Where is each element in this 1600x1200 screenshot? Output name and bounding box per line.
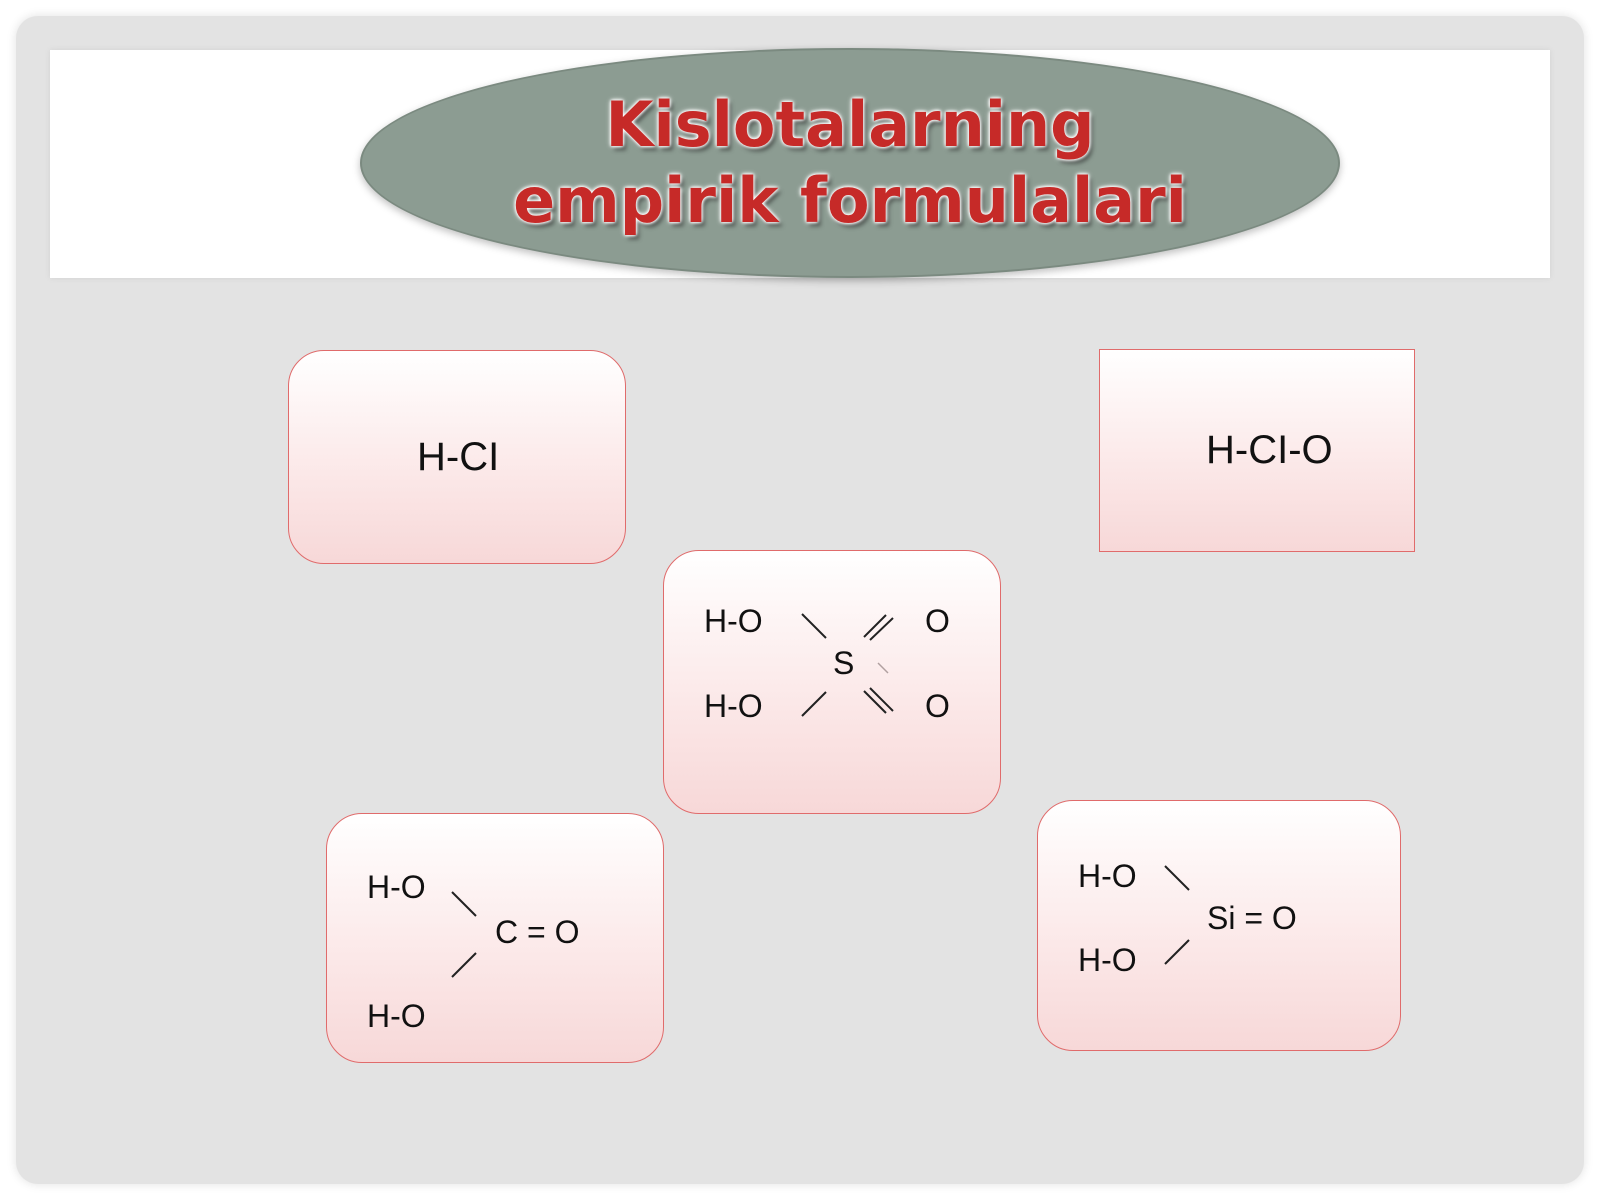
bond-double — [863, 690, 887, 714]
bond-single — [801, 691, 827, 717]
bond-double — [863, 614, 887, 638]
sulfuric-group-top: H-O — [704, 603, 763, 639]
silicic-bonds — [1164, 865, 1190, 965]
sulfuric-group-bottom: H-O — [704, 688, 763, 724]
bond-single — [801, 613, 827, 639]
carbonic-group-top: H-O — [367, 869, 426, 905]
formula-hclo-text: H-CI-O — [1206, 428, 1333, 472]
title-line-1: Kislotalarning — [605, 88, 1095, 161]
formula-card-hclo: H-CI-O — [1099, 349, 1415, 552]
formula-card-hcl: H-CI — [288, 350, 626, 564]
formula-card-silicic: H-O H-O Si = O — [1037, 800, 1401, 1051]
bond-faint-mark — [877, 662, 889, 674]
sulfuric-center-atom: S — [833, 645, 855, 681]
silicic-center: Si = O — [1207, 900, 1297, 936]
bond-double — [869, 617, 894, 641]
silicic-group-bottom: H-O — [1078, 942, 1137, 978]
sulfuric-oxygen-bottom: O — [925, 688, 950, 724]
bond-single — [1164, 865, 1190, 891]
formula-card-carbonic: H-O H-O C = O — [326, 813, 664, 1063]
bond-double — [869, 687, 894, 712]
carbonic-center: C = O — [495, 914, 580, 950]
sulfuric-bonds — [801, 613, 894, 717]
formula-card-sulfuric: H-O H-O S O O — [663, 550, 1001, 814]
carbonic-group-bottom: H-O — [367, 998, 426, 1034]
silicic-group-top: H-O — [1078, 858, 1137, 894]
bond-single — [451, 952, 477, 978]
title-line-2: empirik formulalari — [513, 164, 1187, 237]
bond-single — [451, 891, 477, 917]
formula-hcl-text: H-CI — [417, 435, 500, 479]
title-ellipse: Kislotalarning empirik formulalari — [360, 48, 1340, 278]
carbonic-bonds — [451, 891, 477, 978]
bond-single — [1164, 939, 1190, 965]
sulfuric-oxygen-top: O — [925, 603, 950, 639]
